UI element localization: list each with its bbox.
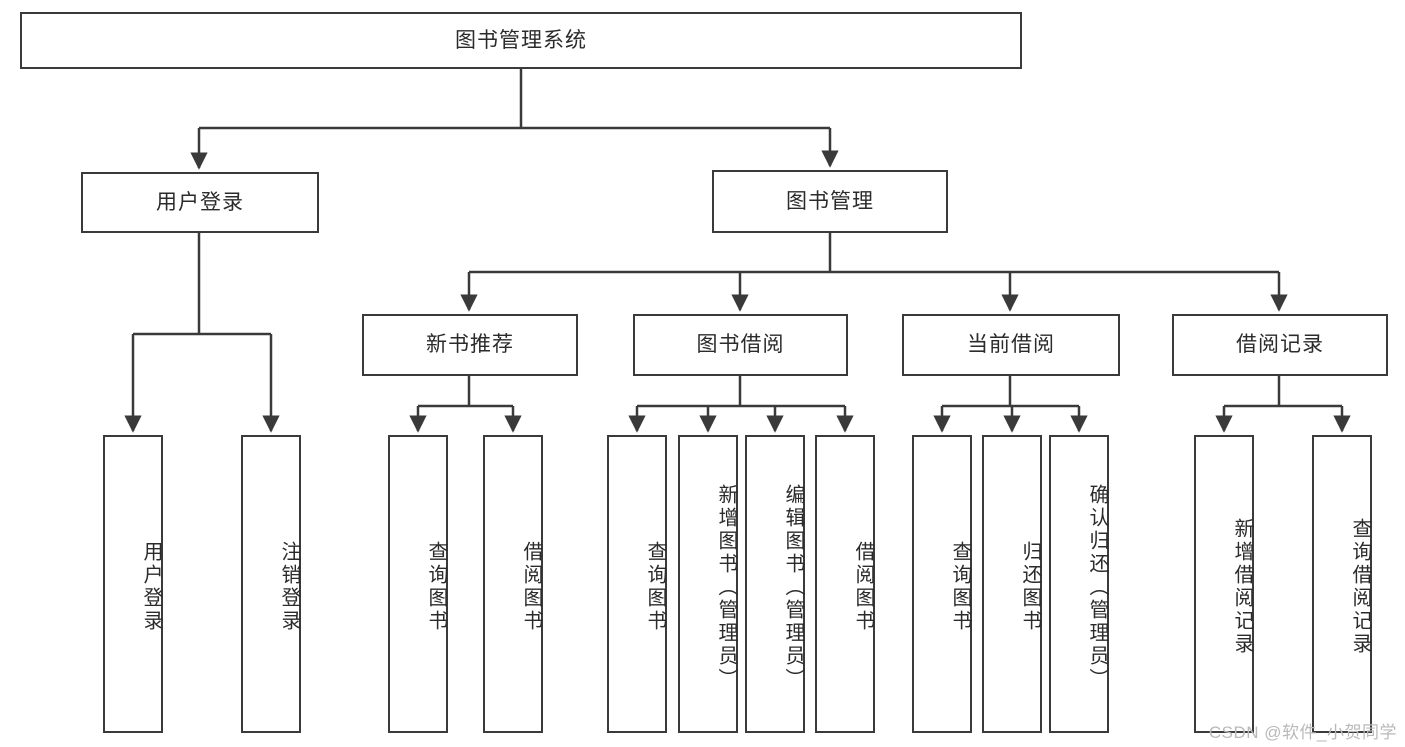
node-leaf-borrow-book-2[interactable]: 借阅图书 — [815, 435, 875, 733]
node-book-borrow[interactable]: 图书借阅 — [633, 314, 848, 376]
node-leaf-edit-book[interactable]: 编辑图书（管理员） — [745, 435, 805, 733]
node-leaf-user-login-label: 用户登录 — [140, 541, 162, 633]
node-root[interactable]: 图书管理系统 — [20, 12, 1022, 69]
node-leaf-query-book-3[interactable]: 查询图书 — [912, 435, 972, 733]
node-leaf-query-book-2[interactable]: 查询图书 — [607, 435, 667, 733]
node-leaf-query-record-label: 查询借阅记录 — [1349, 518, 1371, 656]
node-leaf-query-book-3-label: 查询图书 — [949, 541, 971, 633]
node-user-login-label: 用户登录 — [156, 190, 244, 214]
node-leaf-query-record[interactable]: 查询借阅记录 — [1312, 435, 1372, 733]
node-leaf-borrow-book-2-label: 借阅图书 — [852, 541, 874, 633]
node-leaf-logout-label: 注销登录 — [278, 541, 300, 633]
node-leaf-add-record-label: 新增借阅记录 — [1231, 518, 1253, 656]
node-borrow-record[interactable]: 借阅记录 — [1172, 314, 1388, 376]
node-book-manage[interactable]: 图书管理 — [712, 170, 948, 233]
node-leaf-query-book-1-label: 查询图书 — [425, 541, 447, 633]
node-leaf-return-book-label: 归还图书 — [1019, 541, 1041, 633]
node-leaf-query-book-2-label: 查询图书 — [644, 541, 666, 633]
node-new-book-rec-label: 新书推荐 — [426, 333, 514, 357]
node-leaf-logout[interactable]: 注销登录 — [241, 435, 301, 733]
node-user-login[interactable]: 用户登录 — [81, 172, 319, 233]
node-leaf-borrow-book-1-label: 借阅图书 — [520, 541, 542, 633]
node-leaf-confirm-return[interactable]: 确认归还（管理员） — [1049, 435, 1109, 733]
node-leaf-add-book-label: 新增图书（管理员） — [715, 483, 737, 691]
node-current-borrow[interactable]: 当前借阅 — [902, 314, 1120, 376]
node-leaf-borrow-book-1[interactable]: 借阅图书 — [483, 435, 543, 733]
node-leaf-user-login[interactable]: 用户登录 — [103, 435, 163, 733]
node-leaf-add-book[interactable]: 新增图书（管理员） — [678, 435, 738, 733]
node-leaf-query-book-1[interactable]: 查询图书 — [388, 435, 448, 733]
node-root-label: 图书管理系统 — [455, 28, 587, 52]
node-book-manage-label: 图书管理 — [786, 189, 874, 213]
node-current-borrow-label: 当前借阅 — [967, 333, 1055, 357]
node-borrow-record-label: 借阅记录 — [1236, 333, 1324, 357]
node-leaf-return-book[interactable]: 归还图书 — [982, 435, 1042, 733]
node-book-borrow-label: 图书借阅 — [696, 333, 785, 357]
node-leaf-edit-book-label: 编辑图书（管理员） — [782, 483, 804, 691]
node-leaf-add-record[interactable]: 新增借阅记录 — [1194, 435, 1254, 733]
node-leaf-confirm-return-label: 确认归还（管理员） — [1086, 483, 1108, 691]
node-new-book-rec[interactable]: 新书推荐 — [362, 314, 578, 376]
